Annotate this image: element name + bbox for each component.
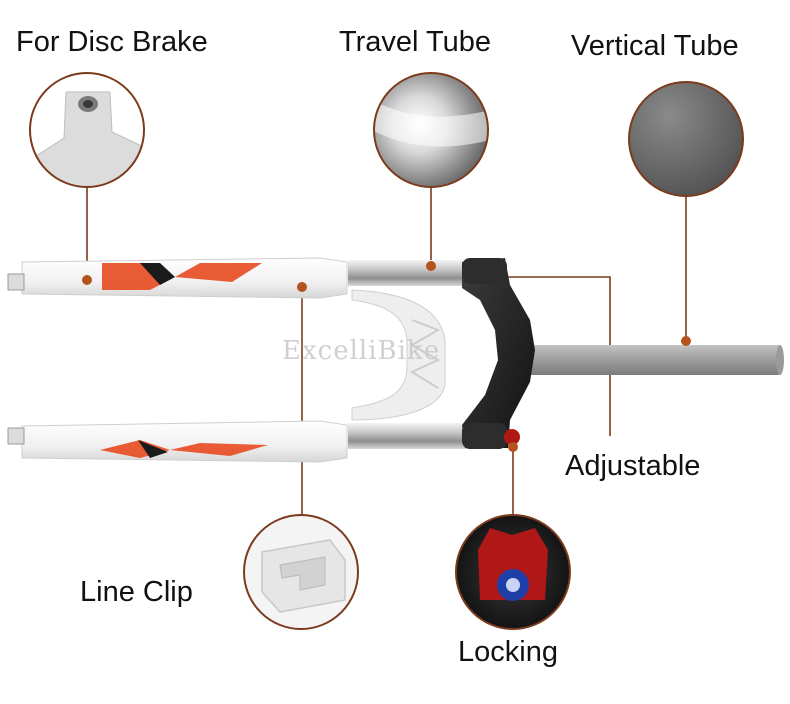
- label-adjustable: Adjustable: [565, 450, 701, 482]
- label-locking: Locking: [458, 636, 558, 668]
- label-line-clip: Line Clip: [80, 576, 193, 608]
- callout-dots: [82, 261, 691, 452]
- label-disc-brake: For Disc Brake: [16, 26, 208, 58]
- label-vertical-tube: Vertical Tube: [571, 30, 739, 62]
- watermark: ExcelliBike: [282, 336, 441, 366]
- vertical-tube-icon: [628, 81, 744, 197]
- callout-line-adjustable: [508, 276, 611, 436]
- lower-leg-top: [7, 257, 348, 299]
- fork-crown: [462, 258, 535, 449]
- callout-lines: [86, 187, 687, 515]
- fork-arch: [351, 289, 446, 421]
- label-travel-tube: Travel Tube: [339, 26, 492, 58]
- locking-knob-icon: [455, 514, 571, 630]
- line-clip-icon: [243, 514, 359, 630]
- steerer-tube: [520, 345, 784, 375]
- travel-tubes: [348, 260, 470, 449]
- lower-leg-bottom: [7, 420, 348, 463]
- travel-tube-icon: [373, 72, 489, 188]
- disc-brake-mount-icon: [29, 72, 145, 188]
